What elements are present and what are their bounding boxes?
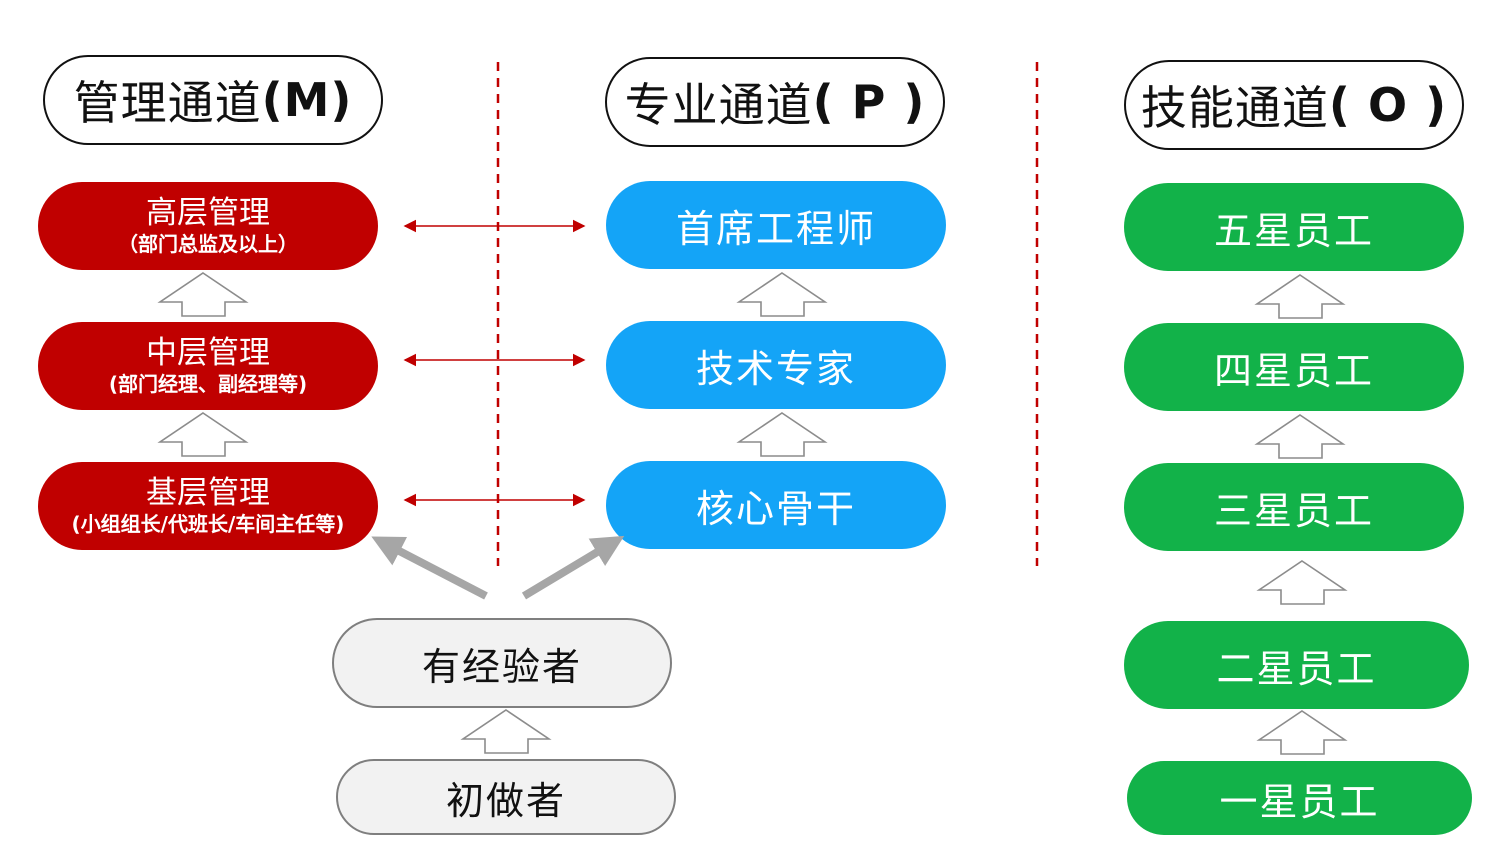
- management-level-senior-title: 高层管理: [146, 195, 270, 231]
- professional-level-chief-engineer: 首席工程师: [606, 181, 946, 269]
- professional-level-technical-expert: 技术专家: [606, 321, 946, 409]
- skill-level-four-star: 四星员工: [1124, 323, 1464, 411]
- skill-channel-title: 技能通道: [1140, 81, 1329, 135]
- management-level-middle: 中层管理 (部门经理、副经理等): [38, 322, 378, 410]
- arrow-experienced-to-management: [371, 536, 488, 600]
- professional-channel-header: 专业通道( P ): [605, 57, 945, 147]
- skill-level-five-star: 五星员工: [1124, 183, 1464, 271]
- up-arrow-icon: [1254, 414, 1346, 459]
- up-arrow-icon: [1256, 560, 1348, 605]
- up-arrow-icon: [157, 272, 249, 317]
- management-level-junior-title: 基层管理: [146, 475, 270, 511]
- arrow-experienced-to-professional: [521, 535, 625, 600]
- up-arrow-icon: [1254, 274, 1346, 319]
- skill-level-three-star: 三星员工: [1124, 463, 1464, 551]
- skill-channel-header: 技能通道( O ): [1124, 60, 1464, 150]
- management-level-senior: 高层管理 （部门总监及以上）: [38, 182, 378, 270]
- management-level-senior-scope: （部门总监及以上）: [118, 232, 298, 256]
- entry-beginner: 初做者: [336, 759, 676, 835]
- management-level-middle-title: 中层管理: [146, 335, 270, 371]
- professional-level-core-backbone: 核心骨干: [606, 461, 946, 549]
- up-arrow-icon: [460, 709, 552, 754]
- up-arrow-icon: [736, 272, 828, 317]
- management-channel-header: 管理通道(M): [43, 55, 383, 145]
- skill-level-two-star: 二星员工: [1124, 621, 1469, 709]
- up-arrow-icon: [736, 412, 828, 457]
- skill-channel-code: ( O ): [1328, 78, 1448, 132]
- management-channel-title: 管理通道: [73, 76, 262, 130]
- professional-channel-title: 专业通道: [624, 78, 813, 132]
- professional-channel-code: ( P ): [812, 75, 926, 129]
- up-arrow-icon: [1256, 710, 1348, 755]
- management-level-junior-scope: (小组组长/代班长/车间主任等): [71, 512, 345, 536]
- skill-level-one-star: 一星员工: [1127, 761, 1472, 835]
- up-arrow-icon: [157, 412, 249, 457]
- management-level-junior: 基层管理 (小组组长/代班长/车间主任等): [38, 462, 378, 550]
- management-channel-code: (M): [261, 73, 353, 127]
- management-level-middle-scope: (部门经理、副经理等): [108, 372, 308, 396]
- entry-experienced: 有经验者: [332, 618, 672, 708]
